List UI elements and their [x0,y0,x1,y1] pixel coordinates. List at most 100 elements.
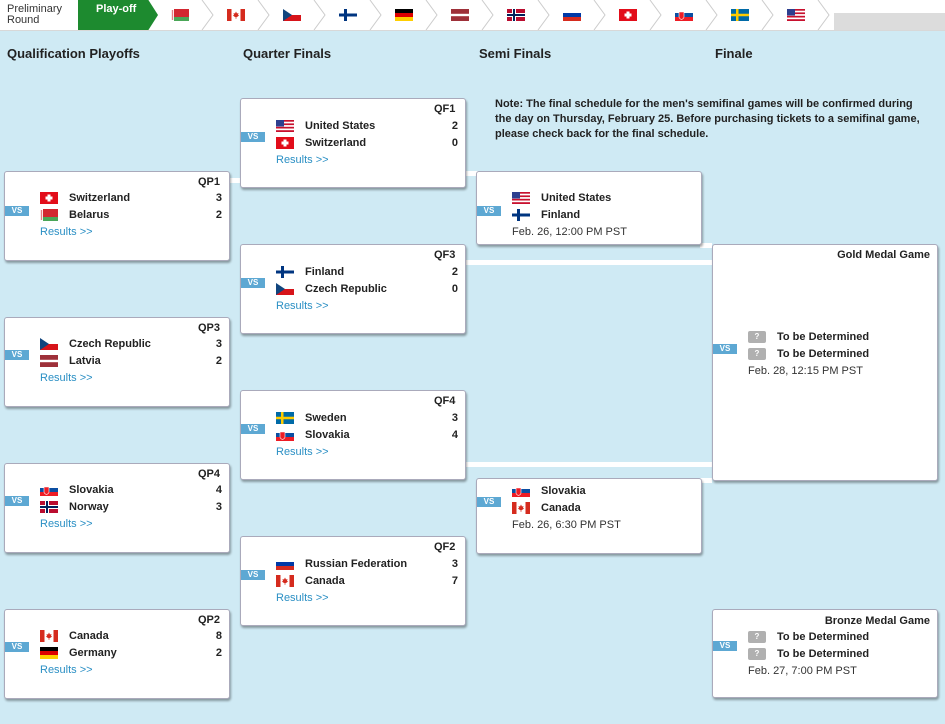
chevron-separator-icon [201,0,214,30]
flag-slovakia-icon[interactable] [675,9,693,21]
match-semifinal-2: VS Slovakia Canada Feb. 26, 6:30 PM PST [476,478,702,554]
flag-norway-icon[interactable] [507,9,525,21]
team-name: Finland [541,209,581,221]
results-link[interactable]: Results >> [276,154,329,166]
flag-slovakia-icon [276,429,294,441]
tab-preliminary-round[interactable]: Preliminary Round [7,3,63,26]
match-code: QP3 [198,322,221,334]
match-qp4: QP4 VS Slovakia 4 Norway 3 Results >> [4,463,230,553]
connector-line [700,243,712,248]
game-schedule: Feb. 26, 6:30 PM PST [512,519,621,531]
tbd-icon: ? [748,331,766,343]
flag-czech-icon [40,338,58,350]
results-link[interactable]: Results >> [40,518,93,530]
results-link[interactable]: Results >> [40,664,93,676]
flag-belarus-icon[interactable] [171,9,189,21]
chevron-separator-icon [761,0,774,30]
vs-badge: VS [5,350,29,360]
flag-usa-icon [276,120,294,132]
team-name: Latvia [69,355,101,367]
team-score: 3 [215,501,222,513]
match-qf3: QF3 VS Finland 2 Czech Republic 0 Result… [240,244,466,334]
team-name: Czech Republic [69,338,151,350]
tbd-icon: ? [748,648,766,660]
nav-filler-bar [834,13,945,30]
flag-russia-icon [276,558,294,570]
chevron-separator-icon [313,0,326,30]
flag-czech-icon[interactable] [283,9,301,21]
team-name: Sweden [305,412,347,424]
column-heading-quarter: Quarter Finals [243,46,332,61]
flag-canada-icon [40,630,58,642]
results-link[interactable]: Results >> [276,300,329,312]
flag-switzerland-icon[interactable] [619,9,637,21]
flag-latvia-icon[interactable] [451,9,469,21]
connector-line [464,462,712,467]
team-score: 3 [451,412,458,424]
results-link[interactable]: Results >> [40,226,93,238]
chevron-separator-icon [425,0,438,30]
match-qp2: QP2 VS Canada 8 Germany 2 Results >> [4,609,230,699]
results-link[interactable]: Results >> [276,446,329,458]
vs-badge: VS [5,206,29,216]
vs-badge: VS [5,496,29,506]
flag-germany-icon [40,647,58,659]
game-title: Bronze Medal Game [824,615,930,627]
chevron-separator-icon [649,0,662,30]
flag-canada-icon[interactable] [227,9,245,21]
team-name: Finland [305,266,345,278]
team-name: Canada [69,630,109,642]
flag-germany-icon[interactable] [395,9,413,21]
team-name: To be Determined [777,348,870,360]
chevron-separator-icon [481,0,494,30]
match-qf4: QF4 VS Sweden 3 Slovakia 4 Results >> [240,390,466,480]
team-name: Slovakia [305,429,350,441]
team-score: 8 [215,630,222,642]
connector-line [229,178,241,183]
team-name: Czech Republic [305,283,387,295]
match-code: QP1 [198,176,221,188]
vs-badge: VS [241,570,265,580]
column-heading-qualification: Qualification Playoffs [7,46,140,61]
team-score: 2 [451,120,458,132]
flag-finland-icon[interactable] [339,9,357,21]
team-name: To be Determined [777,648,870,660]
team-score: 2 [215,209,222,221]
team-name: Norway [69,501,109,513]
connector-line [464,260,712,265]
flag-canada-icon [512,502,530,514]
connector-line [700,478,712,483]
team-name: Belarus [69,209,110,221]
tab-play-off[interactable]: Play-off [78,0,158,30]
flag-russia-icon[interactable] [563,9,581,21]
team-name: United States [305,120,376,132]
flag-switzerland-icon [276,137,294,149]
team-name: To be Determined [777,631,870,643]
vs-badge: VS [477,206,501,216]
chevron-separator-icon [593,0,606,30]
top-navigation: Preliminary Round Play-off [0,0,945,31]
tbd-icon: ? [748,348,766,360]
flag-usa-icon[interactable] [787,9,805,21]
results-link[interactable]: Results >> [40,372,93,384]
team-score: 4 [451,429,458,441]
vs-badge: VS [5,642,29,652]
match-qf2: QF2 VS Russian Federation 3 Canada 7 Res… [240,536,466,626]
results-link[interactable]: Results >> [276,592,329,604]
team-score: 2 [451,266,458,278]
gold-medal-game: Gold Medal Game VS ? To be Determined ? … [712,244,938,481]
vs-badge: VS [241,278,265,288]
vs-badge: VS [713,641,737,651]
team-score: 3 [451,558,458,570]
flag-usa-icon [512,192,530,204]
chevron-separator-icon [257,0,270,30]
team-name: Switzerland [69,192,131,204]
flag-belarus-icon [40,209,58,221]
match-code: QF1 [434,103,456,115]
team-score: 4 [215,484,222,496]
schedule-note: Note: The final schedule for the men's s… [495,98,920,140]
game-schedule: Feb. 28, 12:15 PM PST [748,365,863,377]
bronze-medal-game: Bronze Medal Game VS ? To be Determined … [712,609,938,698]
flag-sweden-icon[interactable] [731,9,749,21]
match-semifinal-1: VS United States Finland Feb. 26, 12:00 … [476,171,702,245]
